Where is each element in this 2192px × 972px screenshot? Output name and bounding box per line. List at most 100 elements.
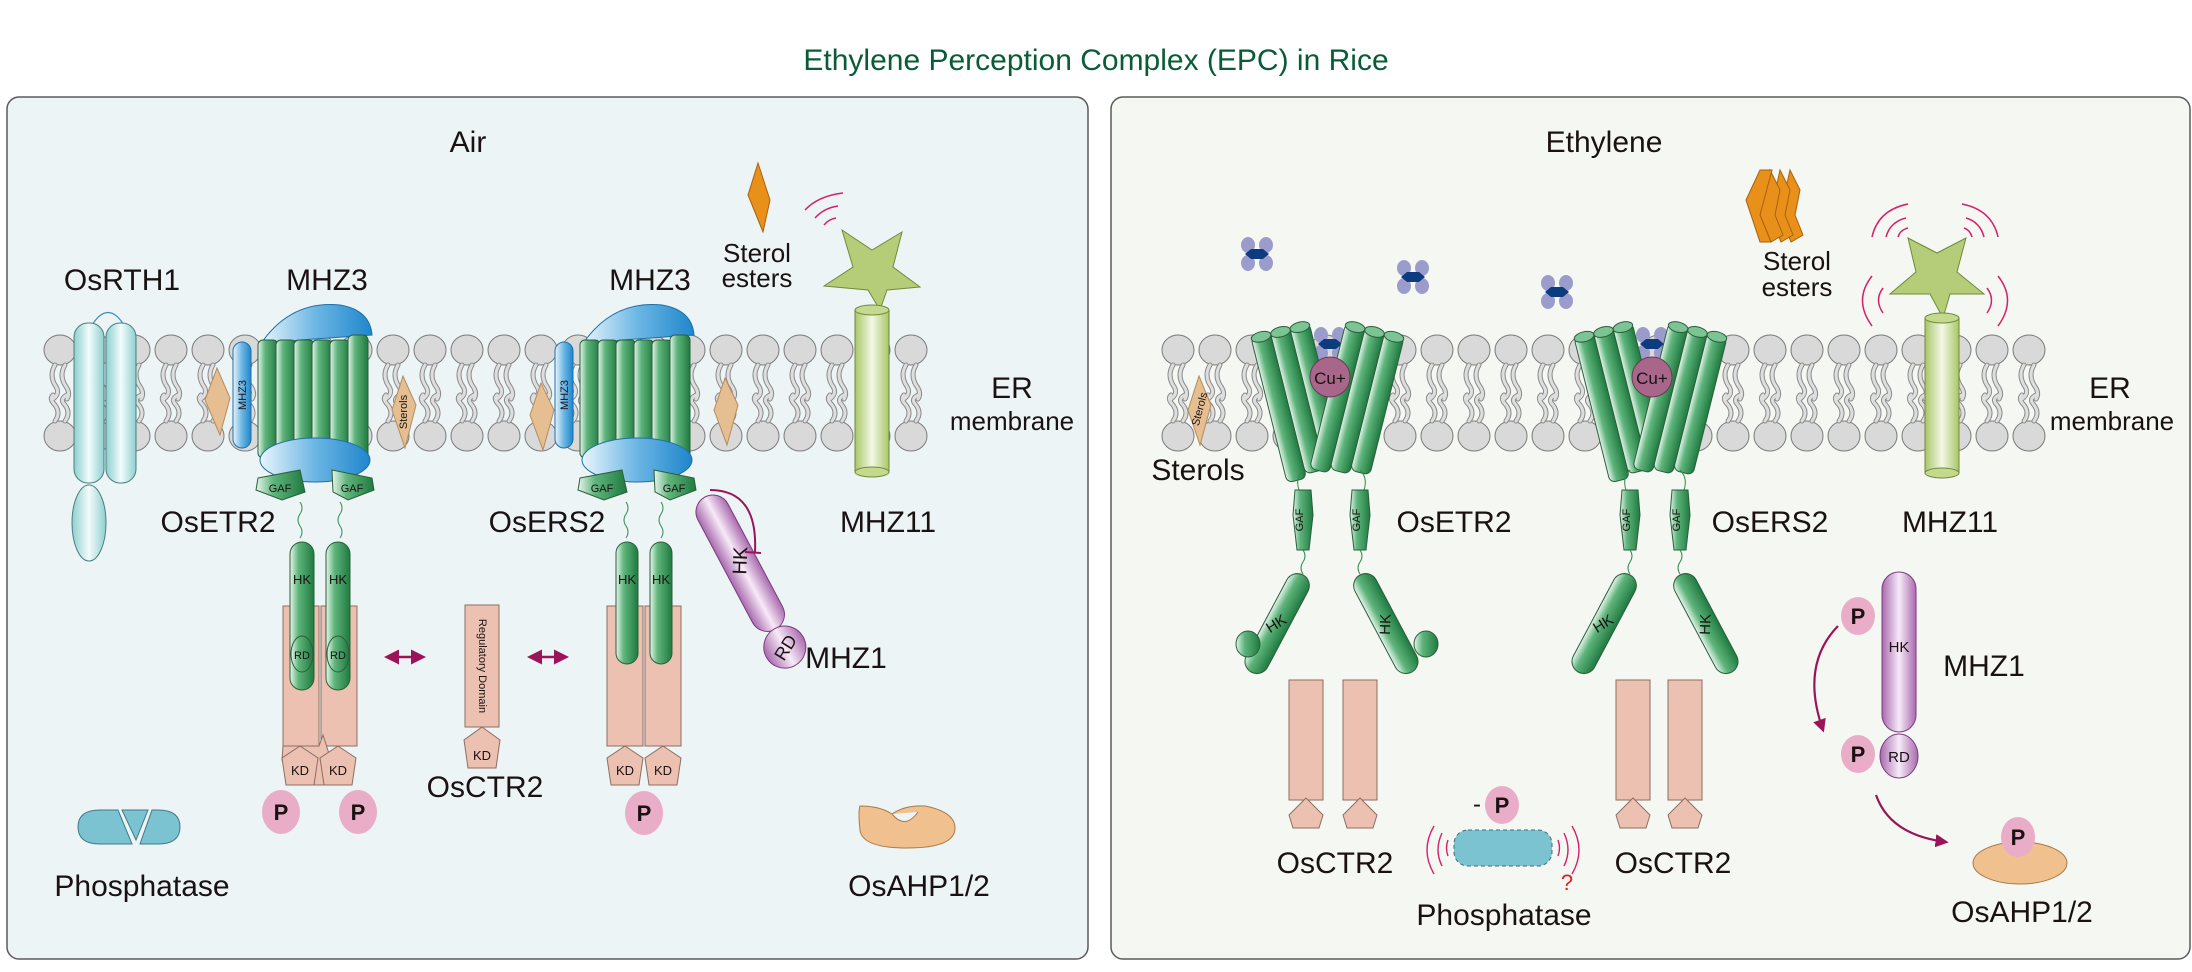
mhz11-protein <box>1861 203 2009 479</box>
mhz11-protein <box>804 192 922 478</box>
label-phosphatase: Phosphatase <box>1416 899 1591 932</box>
copper-cofactor: Cu+ <box>1631 356 1673 398</box>
label-osctr2-b: OsCTR2 <box>1615 847 1732 880</box>
sterol-icon <box>1187 374 1212 447</box>
transmembrane-helix <box>579 339 601 459</box>
label-osers2: OsERS2 <box>489 506 606 539</box>
mhz1-protein: HK RD P P <box>1813 571 1949 848</box>
transmembrane-bundle <box>1310 321 1405 475</box>
lipid <box>154 334 188 452</box>
svg-text:P: P <box>1851 604 1866 629</box>
panel-air-background <box>6 96 1089 960</box>
sterol-icon <box>713 376 739 447</box>
label-osrth1: OsRTH1 <box>64 264 180 297</box>
gaf-label: GAF <box>269 483 292 495</box>
ethylene-molecule <box>1397 260 1429 294</box>
lipid <box>1494 334 1528 452</box>
svg-text:P: P <box>274 800 289 825</box>
lipid <box>820 334 854 452</box>
label-sterol-esters-2: esters <box>1762 272 1833 302</box>
phosphate-icon: P <box>339 790 377 834</box>
lipid <box>450 334 484 452</box>
hk-label: HK <box>652 572 670 587</box>
kd-label: KD <box>654 763 672 778</box>
phosphate-icon: P <box>625 791 663 835</box>
receiver-domain <box>1413 630 1439 658</box>
rd-label: RD <box>330 650 346 662</box>
receiver-domain <box>1235 630 1261 658</box>
label-osetr2: OsETR2 <box>1396 506 1511 539</box>
question-mark: ? <box>1561 870 1573 895</box>
figure-title: Ethylene Perception Complex (EPC) in Ric… <box>803 44 1388 77</box>
label-osctr2: OsCTR2 <box>427 771 544 804</box>
kd-label: KD <box>329 763 347 778</box>
osctr2-dimer <box>1288 679 1378 829</box>
sterol-icon <box>204 366 231 437</box>
lipid <box>1827 334 1861 452</box>
lipid <box>1531 334 1565 452</box>
label-mhz3-b: MHZ3 <box>609 264 691 297</box>
gaf-label: GAF <box>341 483 364 495</box>
ethylene-molecule <box>1241 237 1273 271</box>
label-membrane: membrane <box>2050 406 2174 436</box>
panel-air: Air OsRTH1 MHZ3 GAF GAF MHZ3 OsETR2 S <box>6 96 1089 960</box>
osctr2-dimer <box>1615 679 1703 829</box>
rd-label: RD <box>294 650 310 662</box>
lipid <box>894 334 928 452</box>
panel-air-heading: Air <box>450 126 487 159</box>
phosphate-icon: P <box>1841 597 1875 635</box>
mhz1-protein: HK RD <box>695 489 807 669</box>
label-osahp: OsAHP1/2 <box>848 870 990 903</box>
mhz3-inset-label: MHZ3 <box>559 380 571 410</box>
phosphatase-active-icon: P - ? <box>1426 786 1580 895</box>
hk-label: HK <box>729 546 752 575</box>
osahp-icon: P <box>1972 817 2068 885</box>
svg-text:GAF: GAF <box>1351 508 1363 531</box>
phosphotransfer-arrow <box>1874 794 1949 848</box>
phosphatase-icon <box>77 809 181 845</box>
transmembrane-helix <box>669 334 691 459</box>
label-osctr2-a: OsCTR2 <box>1277 847 1394 880</box>
lipid <box>746 334 780 452</box>
label-mhz3-a: MHZ3 <box>286 264 368 297</box>
hk-label: HK <box>1889 639 1910 656</box>
label-mhz11: MHZ11 <box>840 506 936 539</box>
lipid <box>1198 334 1232 452</box>
svg-text:Cu+: Cu+ <box>1636 369 1668 388</box>
lipid <box>1457 334 1491 452</box>
svg-text:GAF: GAF <box>1621 508 1633 531</box>
lipid <box>783 334 817 452</box>
hk-label: HK <box>329 572 347 587</box>
svg-text:P: P <box>1851 742 1866 767</box>
label-membrane: membrane <box>950 406 1074 436</box>
minus-label: - <box>1473 791 1481 818</box>
panel-ethylene-background <box>1110 96 2191 960</box>
svg-text:HK: HK <box>1377 614 1395 635</box>
label-mhz11: MHZ11 <box>1902 506 1998 539</box>
label-er: ER <box>991 372 1033 405</box>
label-sterols: Sterols <box>1151 454 1244 487</box>
phosphotransfer-arrow <box>1813 625 1839 733</box>
lipid <box>1753 334 1787 452</box>
label-osers2: OsERS2 <box>1712 506 1829 539</box>
label-phosphatase: Phosphatase <box>54 870 229 903</box>
mhz3-inset-label: MHZ3 <box>237 380 249 410</box>
phosphate-icon: P <box>1841 735 1875 773</box>
svg-text:P: P <box>637 801 652 826</box>
svg-text:Cu+: Cu+ <box>1314 369 1346 388</box>
svg-text:HK: HK <box>1697 614 1715 635</box>
inhibition-arrow <box>709 489 757 553</box>
osahp-icon <box>858 805 956 849</box>
kd-label: KD <box>616 763 634 778</box>
lipid <box>1161 334 1195 452</box>
transmembrane-helix <box>347 334 369 459</box>
etr2-mhz3-complex: MHZ3 GAF GAF <box>232 304 375 501</box>
ers2-mhz3-complex: MHZ3 GAF GAF HK HK KD KD P <box>554 304 697 835</box>
osctr2-free: Regulatory Domain KD <box>463 604 501 769</box>
label-sterol-esters-1: Sterol <box>723 238 791 268</box>
svg-text:P: P <box>351 800 366 825</box>
gaf-label: GAF <box>591 483 614 495</box>
sterol-ester-icon <box>747 161 771 234</box>
